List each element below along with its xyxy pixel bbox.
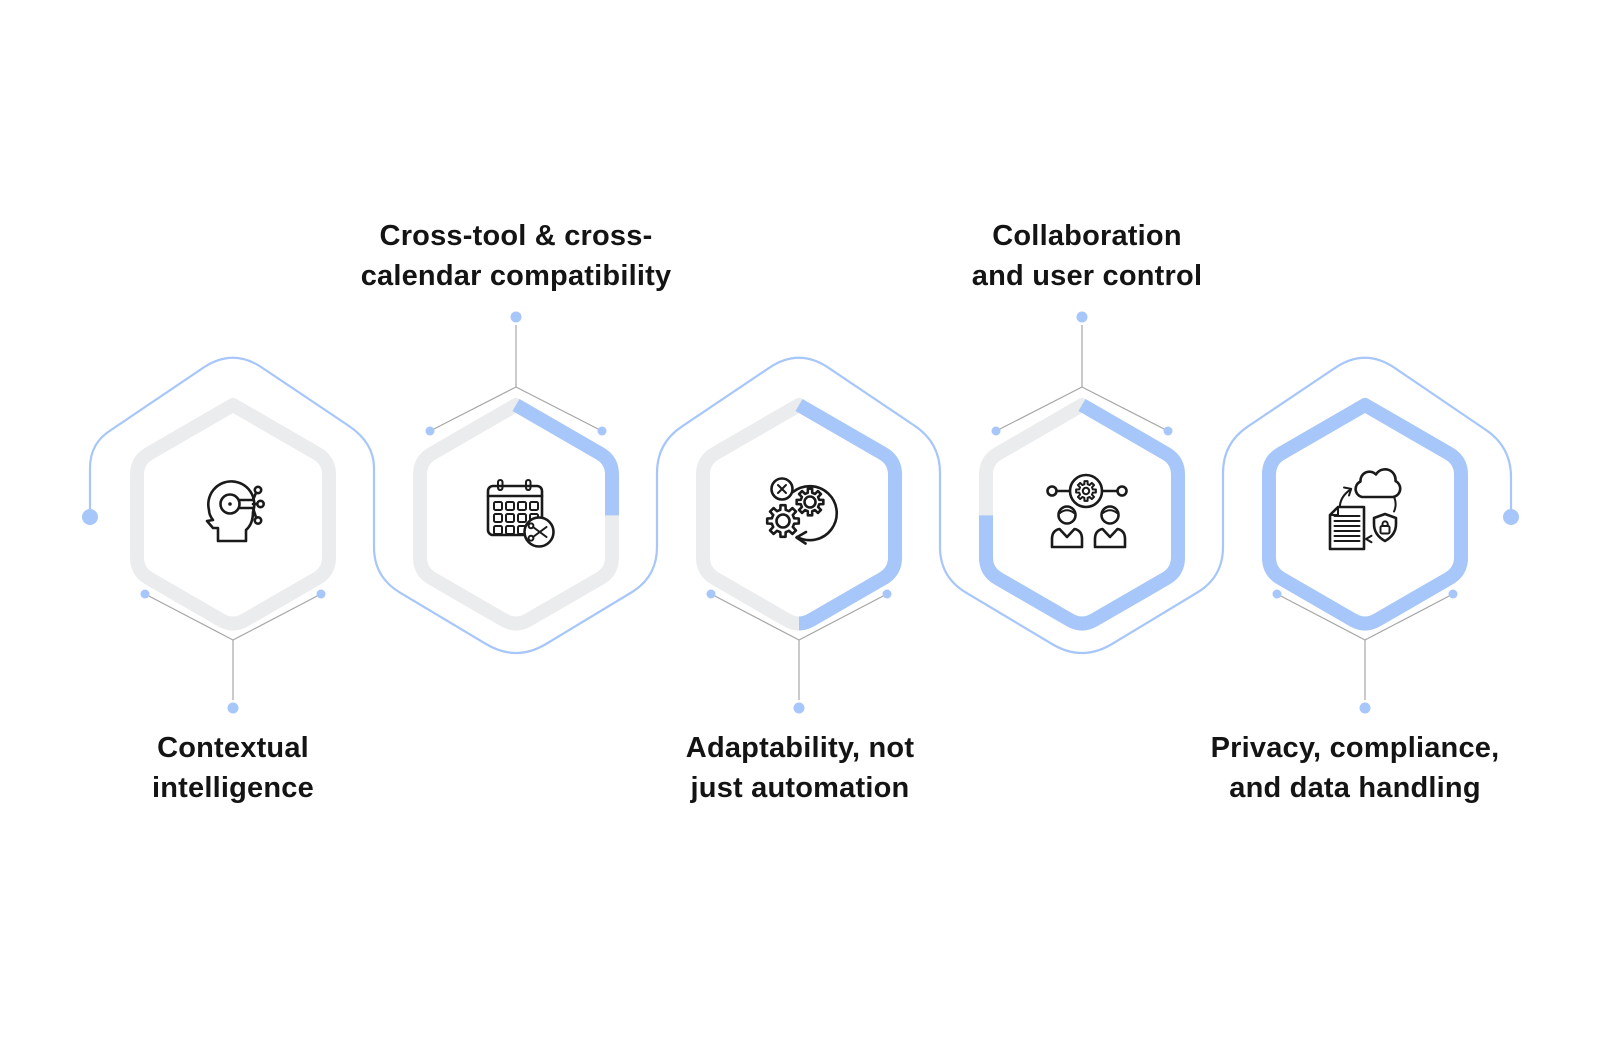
label-privacy: Privacy, compliance, and data handling: [1055, 728, 1600, 808]
head-circuit-icon: [205, 480, 265, 543]
label-line: just automation: [690, 772, 910, 804]
hexagon-collaboration: [986, 311, 1178, 624]
gears-refresh-icon: [765, 477, 839, 545]
label-line: intelligence: [152, 772, 314, 804]
label-contextual-intelligence: Contextual intelligence: [0, 728, 533, 808]
label-line: and user control: [971, 260, 1203, 292]
label-line: and data handling: [1229, 772, 1481, 804]
label-line: Adaptability, not: [685, 732, 915, 764]
label-line: Contextual: [157, 732, 309, 764]
line-start-dot: [82, 509, 98, 525]
hexagon-contextual-intelligence: [137, 405, 329, 714]
label-connector: [991, 311, 1173, 436]
label-line: Cross-tool & cross-: [379, 220, 653, 252]
label-line: calendar compatibility: [360, 260, 672, 292]
hexagon-privacy: [1269, 405, 1461, 714]
label-cross-tool-compatibility: Cross-tool & cross- calendar compatibili…: [216, 216, 816, 296]
label-line: Privacy, compliance,: [1210, 732, 1500, 764]
label-connector: [706, 589, 892, 714]
hexagon-cross-tool-compatibility: [420, 311, 612, 624]
people-gear-icon: [1046, 473, 1128, 549]
line-end-dot: [1503, 509, 1519, 525]
hexagon-adaptability: [703, 405, 895, 714]
calendar-scissors-icon: [486, 479, 555, 548]
label-line: Collaboration: [992, 220, 1182, 252]
label-adaptability: Adaptability, not just automation: [500, 728, 1100, 808]
label-connector: [140, 589, 326, 714]
document-cloud-shield-icon: [1328, 468, 1402, 551]
label-connector: [1272, 589, 1458, 714]
label-connector: [425, 311, 607, 436]
weaving-connector-line: [88, 356, 1513, 654]
label-collaboration: Collaboration and user control: [787, 216, 1387, 296]
